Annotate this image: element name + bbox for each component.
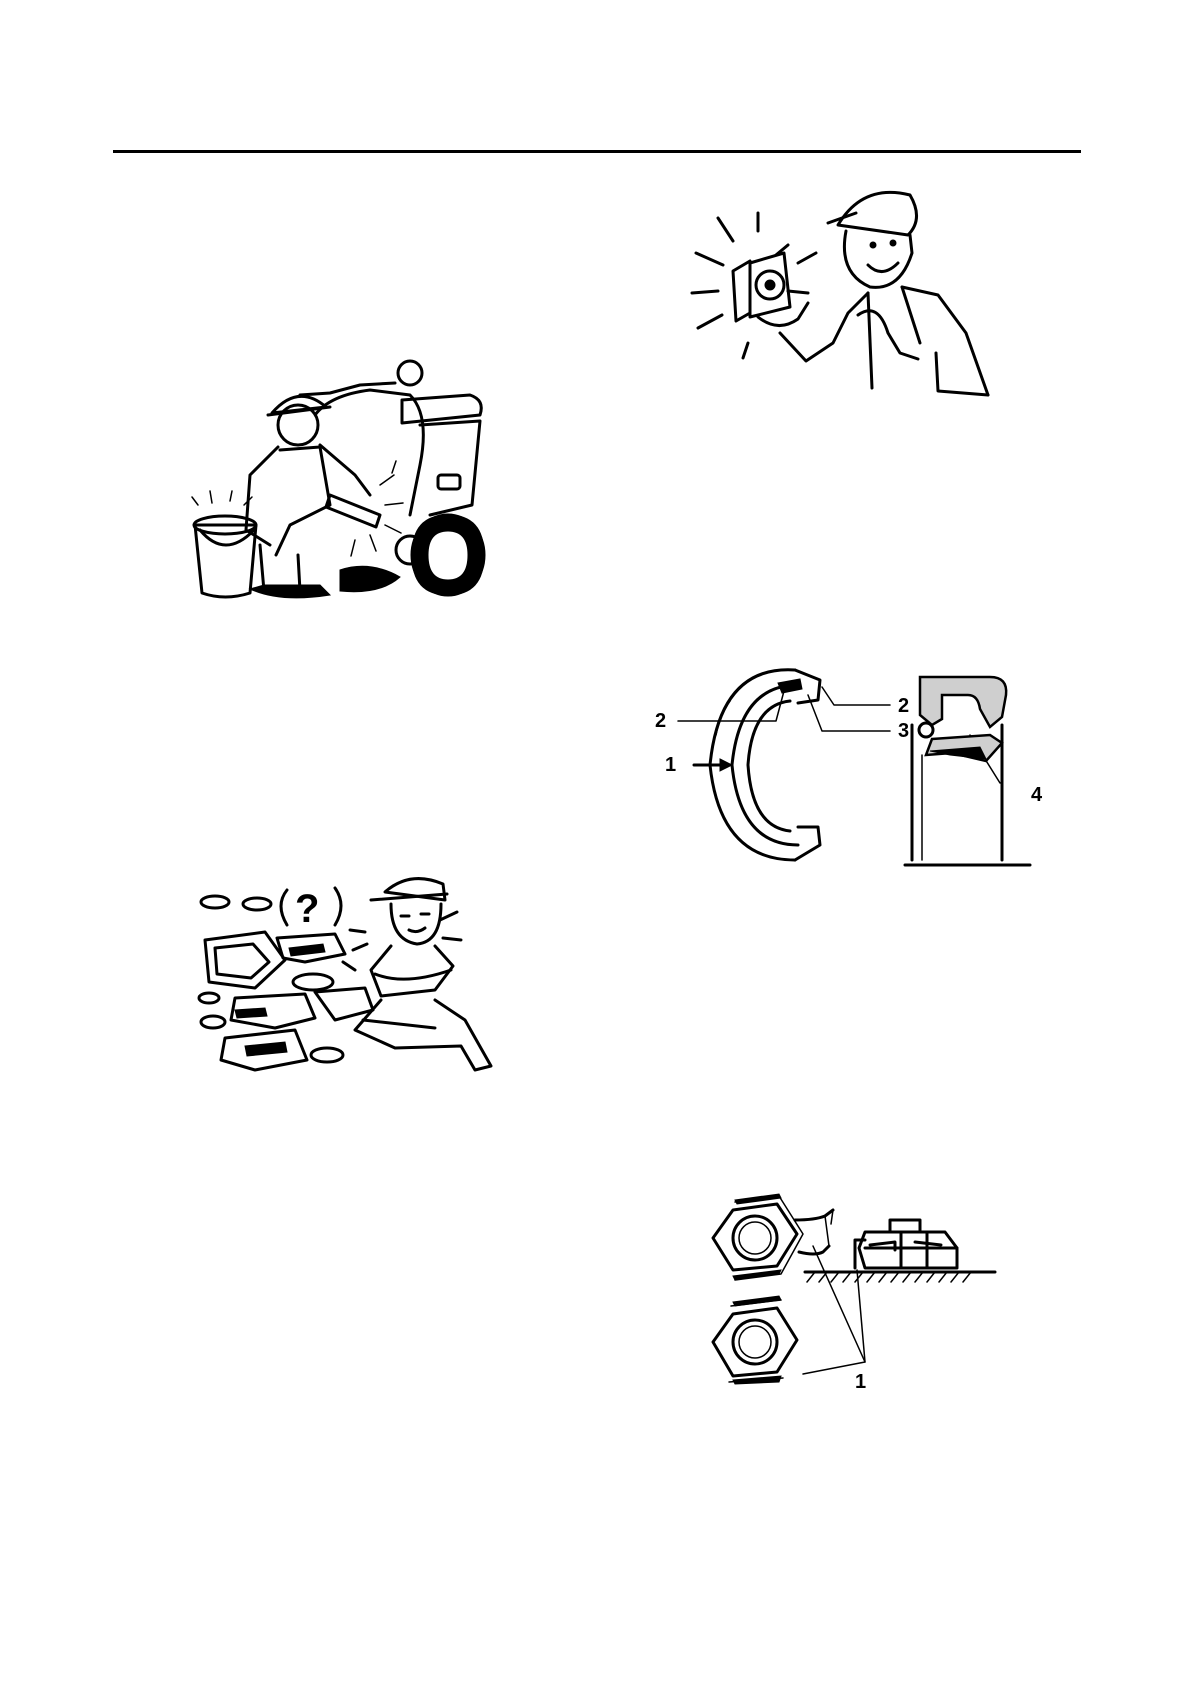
- mechanic-confused-by-parts-illustration: ?: [195, 870, 495, 1085]
- svg-text:?: ?: [295, 887, 319, 931]
- lock-washer-nut-diagram: 1: [705, 1190, 1005, 1390]
- callout-2-right: 2: [898, 696, 909, 716]
- washing-illustration-svg: [180, 355, 500, 600]
- callout-1-lock-washer: 1: [855, 1372, 866, 1392]
- callout-2-left: 2: [655, 711, 666, 731]
- callout-3: 3: [898, 721, 909, 741]
- callout-4: 4: [1031, 785, 1042, 805]
- mechanic-inspecting-part-illustration: [688, 183, 998, 403]
- oil-seal-svg: [650, 655, 1055, 870]
- lock-washer-svg: [705, 1190, 1005, 1390]
- confused-illustration-svg: ?: [195, 870, 495, 1085]
- oil-seal-diagram: 2 2 3 1 4: [650, 655, 1055, 870]
- mechanic-washing-scooter-illustration: [180, 355, 500, 600]
- inspecting-illustration-svg: [688, 183, 998, 403]
- header-rule: [113, 150, 1081, 153]
- callout-1: 1: [665, 755, 676, 775]
